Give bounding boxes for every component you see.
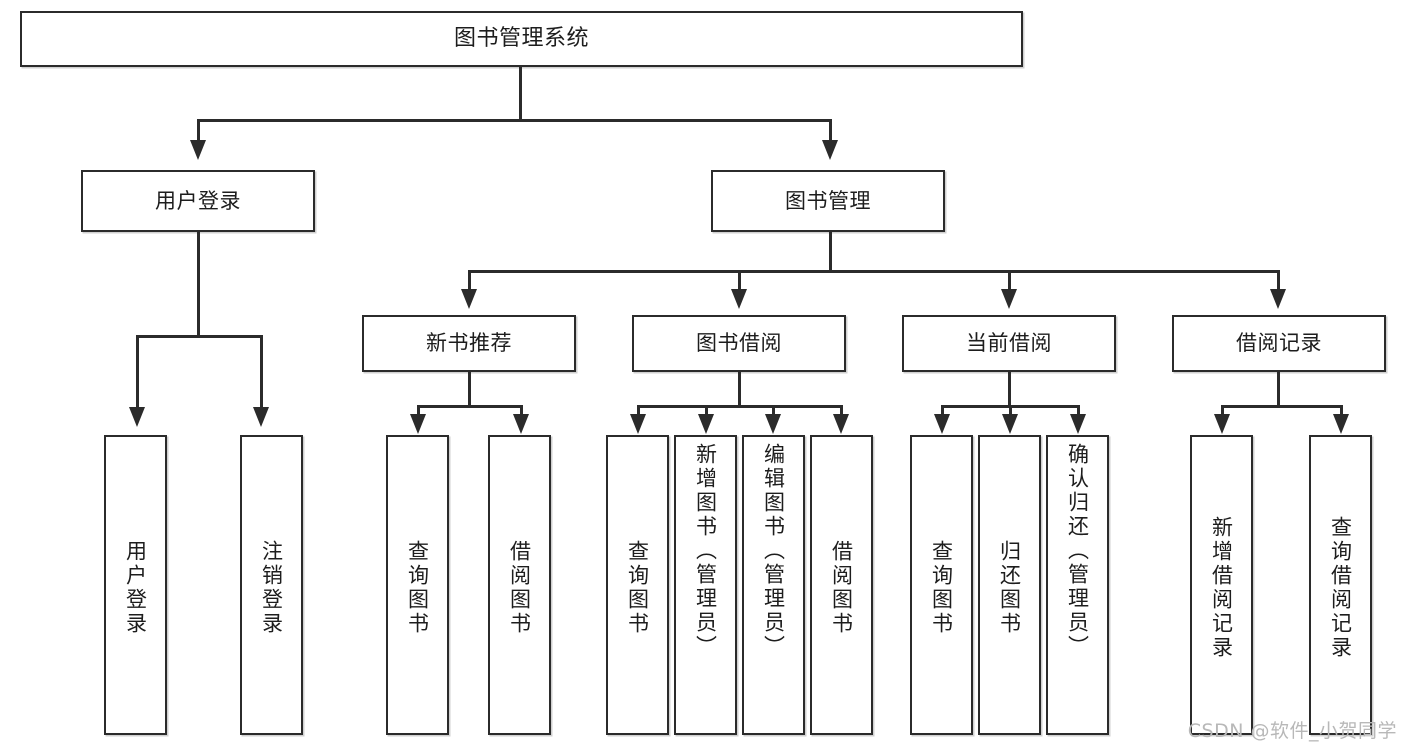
leaf-label: 用户登录 <box>123 540 148 636</box>
node-label: 借阅记录 <box>1236 331 1322 356</box>
connector-new-book-c1 <box>417 405 420 418</box>
connector-book-borrow-bus <box>637 405 840 408</box>
connector-cb-c2 <box>1009 405 1012 418</box>
node-new-book-recommend[interactable]: 新书推荐 <box>362 315 576 372</box>
connector-book-borrow-stem <box>738 372 741 405</box>
connector-new-book-c2 <box>520 405 523 418</box>
connector-level1-bus <box>197 119 831 122</box>
node-book-management[interactable]: 图书管理 <box>711 170 945 232</box>
connector-to-book-manage <box>829 119 832 141</box>
arrowhead-leaf-user-login <box>129 407 145 427</box>
leaf-query-book-current[interactable]: 查询图书 <box>910 435 973 735</box>
arrowhead-leaf-br-1 <box>1214 414 1230 434</box>
leaf-query-book-borrow[interactable]: 查询图书 <box>606 435 669 735</box>
node-borrow-record[interactable]: 借阅记录 <box>1172 315 1386 372</box>
leaf-label: 新增图书（管理员） <box>693 443 718 659</box>
leaf-borrow-book[interactable]: 借阅图书 <box>810 435 873 735</box>
connector-root-stem <box>519 67 522 119</box>
connector-new-book-bus <box>417 405 520 408</box>
leaf-label: 借阅图书 <box>829 540 854 636</box>
connector-user-login-bus <box>136 335 260 338</box>
arrowhead-current-borrow <box>1001 289 1017 309</box>
connector-br-c2 <box>1340 405 1343 418</box>
connector-to-new-book <box>468 270 471 290</box>
leaf-query-book-newbook[interactable]: 查询图书 <box>386 435 449 735</box>
arrowhead-leaf-cb-2 <box>1002 414 1018 434</box>
connector-to-borrow-record <box>1277 270 1280 290</box>
leaf-label: 归还图书 <box>997 540 1022 636</box>
leaf-label: 编辑图书（管理员） <box>761 443 786 659</box>
connector-bb-c1 <box>637 405 640 418</box>
arrowhead-leaf-logout <box>253 407 269 427</box>
connector-current-borrow-stem <box>1008 372 1011 405</box>
leaf-label: 查询图书 <box>929 540 954 636</box>
leaf-label: 查询图书 <box>405 540 430 636</box>
connector-user-login-child1 <box>136 335 139 408</box>
connector-bb-c2 <box>705 405 708 418</box>
arrowhead-leaf-bb-3 <box>765 414 781 434</box>
node-current-borrow[interactable]: 当前借阅 <box>902 315 1116 372</box>
node-user-login[interactable]: 用户登录 <box>81 170 315 232</box>
leaf-label: 确认归还（管理员） <box>1065 443 1090 659</box>
arrowhead-leaf-bb-4 <box>833 414 849 434</box>
node-label: 新书推荐 <box>426 331 512 356</box>
leaf-label: 借阅图书 <box>507 540 532 636</box>
leaf-user-login[interactable]: 用户登录 <box>104 435 167 735</box>
leaf-label: 注销登录 <box>259 540 284 636</box>
connector-borrow-record-stem <box>1277 372 1280 405</box>
leaf-confirm-return-admin[interactable]: 确认归还（管理员） <box>1046 435 1109 735</box>
node-label: 用户登录 <box>155 188 241 213</box>
arrowhead-leaf-cb-1 <box>934 414 950 434</box>
connector-borrow-record-bus <box>1221 405 1340 408</box>
connector-bb-c4 <box>840 405 843 418</box>
connector-bb-c3 <box>772 405 775 418</box>
node-label: 图书管理系统 <box>453 26 589 52</box>
arrowhead-book-manage <box>822 140 838 160</box>
watermark-text: CSDN @软件_小贺同学 <box>1187 720 1397 742</box>
arrowhead-leaf-nb-2 <box>513 414 529 434</box>
leaf-label: 查询图书 <box>625 540 650 636</box>
arrowhead-leaf-bb-1 <box>630 414 646 434</box>
leaf-query-borrow-record[interactable]: 查询借阅记录 <box>1309 435 1372 735</box>
arrowhead-book-borrow <box>731 289 747 309</box>
node-label: 图书借阅 <box>696 331 782 356</box>
leaf-label: 查询借阅记录 <box>1328 516 1353 660</box>
connector-user-login-stem <box>197 232 200 335</box>
connector-new-book-stem <box>468 372 471 405</box>
connector-to-book-borrow <box>738 270 741 290</box>
connector-br-c1 <box>1221 405 1224 418</box>
connector-to-user-login <box>197 119 200 141</box>
arrowhead-borrow-record <box>1270 289 1286 309</box>
leaf-label: 新增借阅记录 <box>1209 516 1234 660</box>
arrowhead-leaf-nb-1 <box>410 414 426 434</box>
leaf-add-borrow-record[interactable]: 新增借阅记录 <box>1190 435 1253 735</box>
leaf-logout[interactable]: 注销登录 <box>240 435 303 735</box>
leaf-edit-book-admin[interactable]: 编辑图书（管理员） <box>742 435 805 735</box>
connector-level2-bus <box>468 270 1279 273</box>
arrowhead-leaf-br-2 <box>1333 414 1349 434</box>
connector-cb-c1 <box>941 405 944 418</box>
connector-user-login-child2 <box>260 335 263 408</box>
arrowhead-new-book <box>461 289 477 309</box>
connector-cb-c3 <box>1077 405 1080 418</box>
node-root-system[interactable]: 图书管理系统 <box>20 11 1023 67</box>
leaf-borrow-book-newbook[interactable]: 借阅图书 <box>488 435 551 735</box>
arrowhead-leaf-bb-2 <box>698 414 714 434</box>
connector-book-manage-stem <box>829 232 832 270</box>
node-book-borrow[interactable]: 图书借阅 <box>632 315 846 372</box>
leaf-return-book[interactable]: 归还图书 <box>978 435 1041 735</box>
arrowhead-user-login <box>190 140 206 160</box>
arrowhead-leaf-cb-3 <box>1070 414 1086 434</box>
node-label: 图书管理 <box>785 188 871 213</box>
leaf-add-book-admin[interactable]: 新增图书（管理员） <box>674 435 737 735</box>
node-label: 当前借阅 <box>966 331 1052 356</box>
connector-to-current-borrow <box>1008 270 1011 290</box>
